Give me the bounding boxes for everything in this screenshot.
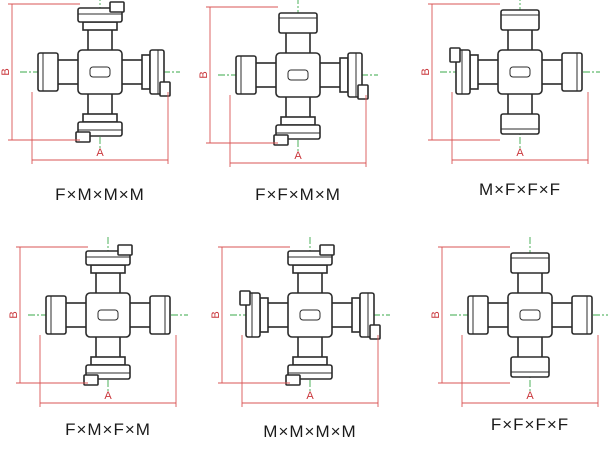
- union-collar: [469, 54, 479, 90]
- figure-drawing: AB: [430, 237, 608, 407]
- female-end: [45, 295, 67, 335]
- figure-drawing: AB: [210, 237, 390, 407]
- cross-body: [467, 252, 593, 378]
- cross-body: [239, 244, 381, 386]
- dimension-b-label: B: [198, 71, 210, 78]
- figure-caption: M×M×M×M: [263, 422, 357, 441]
- dimension-b-label: B: [8, 311, 20, 318]
- dimension-a-label: A: [516, 147, 524, 159]
- center-bore-slot: [97, 309, 119, 321]
- dimension-b-label: B: [210, 311, 222, 318]
- female-end: [510, 356, 550, 378]
- union-collar: [292, 264, 328, 274]
- figure-caption: F×M×F×M: [65, 420, 151, 439]
- union-nut-lug: [83, 374, 99, 386]
- union-nut-lug: [357, 84, 369, 100]
- figure-drawing: AB: [8, 237, 188, 407]
- dimension-a-label: A: [104, 390, 112, 402]
- center-block: [275, 52, 321, 98]
- center-bore-slot: [287, 69, 309, 81]
- female-end: [37, 52, 59, 92]
- dimension-a-label: A: [96, 147, 104, 159]
- cross-body: [37, 1, 171, 143]
- dimension-b-label: B: [430, 311, 442, 318]
- union-collar: [90, 264, 126, 274]
- center-bore-slot: [89, 66, 111, 78]
- union-collar: [82, 113, 118, 123]
- dimension-a-label: A: [306, 390, 314, 402]
- union-nut-lug: [273, 134, 289, 146]
- center-block: [85, 292, 131, 338]
- union-nut-lug: [319, 244, 335, 256]
- union-collar: [82, 21, 118, 31]
- center-block: [507, 292, 553, 338]
- female-end: [500, 113, 540, 135]
- union-nut-lug: [239, 290, 251, 306]
- female-end: [467, 295, 489, 335]
- female-end: [278, 12, 318, 34]
- union-collar: [292, 356, 328, 366]
- center-block: [77, 49, 123, 95]
- center-bore-slot: [299, 309, 321, 321]
- figure-drawing: AB: [420, 0, 600, 164]
- union-nut-lug: [117, 244, 133, 256]
- union-collar: [141, 54, 151, 90]
- female-end: [510, 252, 550, 274]
- dimension-b-label: B: [420, 68, 432, 75]
- arm-top-male: [77, 1, 125, 59]
- female-end: [561, 52, 583, 92]
- union-nut-lug: [369, 324, 381, 340]
- figure-caption: F×F×F×F: [490, 415, 570, 434]
- center-block: [497, 49, 543, 95]
- union-nut-lug: [449, 47, 461, 63]
- center-block: [287, 292, 333, 338]
- figure-caption: M×F×F×F: [478, 180, 562, 199]
- cross-body: [235, 12, 369, 146]
- dimension-a-label: A: [294, 150, 302, 162]
- dimension-a-label: A: [526, 390, 534, 402]
- figure-caption: F×M×M×M: [55, 185, 145, 204]
- union-collar: [351, 297, 361, 333]
- female-end: [571, 295, 593, 335]
- union-collar: [339, 57, 349, 93]
- cross-body: [449, 9, 583, 135]
- center-bore-slot: [519, 309, 541, 321]
- dimension-b-label: B: [0, 68, 12, 75]
- union-collar: [280, 116, 316, 126]
- female-end: [500, 9, 540, 31]
- center-bore-slot: [509, 66, 531, 78]
- union-nut-lug: [285, 374, 301, 386]
- union-collar: [90, 356, 126, 366]
- union-collar: [259, 297, 269, 333]
- union-nut-lug: [159, 81, 171, 97]
- cross-body: [45, 244, 171, 386]
- figure-drawing: AB: [0, 0, 180, 164]
- female-end: [149, 295, 171, 335]
- arm-top-male: [287, 244, 335, 302]
- female-end: [235, 55, 257, 95]
- figure-caption: F×F×M×M: [255, 185, 341, 204]
- union-nut-lug: [109, 1, 125, 13]
- arm-left-female: [467, 295, 517, 335]
- union-nut-lug: [75, 131, 91, 143]
- figure-drawing: AB: [198, 0, 378, 167]
